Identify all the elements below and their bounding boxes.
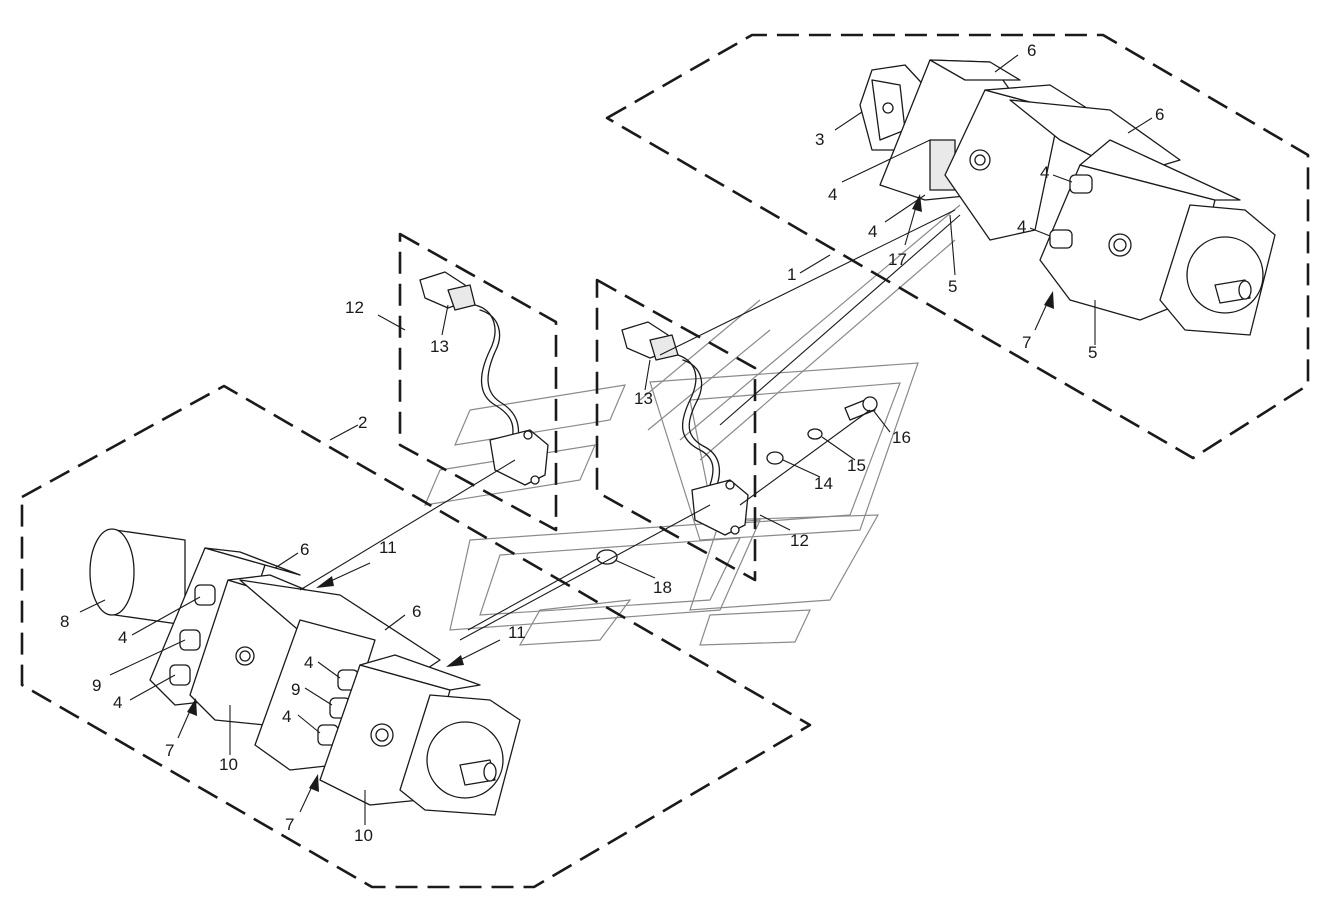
assembly-guide-lines xyxy=(299,209,961,641)
callout-1: 1 xyxy=(787,265,796,284)
sensor-left xyxy=(419,271,549,486)
callout-4: 4 xyxy=(1040,163,1049,182)
callout-labels: 1 2 3 4 4 4 4 4 4 4 4 5 5 6 6 6 6 7 7 7 … xyxy=(60,41,1164,845)
assembly-2-boundary xyxy=(20,384,812,889)
callout-7: 7 xyxy=(1022,333,1031,352)
callout-6: 6 xyxy=(1155,105,1164,124)
callout-6: 6 xyxy=(300,540,309,559)
leader-lines xyxy=(79,54,1153,825)
callout-4: 4 xyxy=(868,222,877,241)
callout-9: 9 xyxy=(291,680,300,699)
callout-4: 4 xyxy=(304,653,313,672)
callout-14: 14 xyxy=(814,474,833,493)
sensor-kit-right-boundary xyxy=(595,278,757,582)
callout-3: 3 xyxy=(815,130,824,149)
pump-assembly-upper xyxy=(859,59,1276,336)
callout-4: 4 xyxy=(282,707,291,726)
callout-12: 12 xyxy=(345,298,364,317)
callout-2: 2 xyxy=(358,413,367,432)
sensor-right xyxy=(621,321,749,536)
callout-6: 6 xyxy=(1027,41,1036,60)
callout-18: 18 xyxy=(653,578,672,597)
callout-9: 9 xyxy=(92,676,101,695)
callout-13: 13 xyxy=(430,337,449,356)
callout-17: 17 xyxy=(888,250,907,269)
callout-5: 5 xyxy=(948,277,957,296)
sensor-kit-left-boundary xyxy=(398,232,558,532)
callout-11: 11 xyxy=(379,538,397,557)
callout-11: 11 xyxy=(508,623,526,642)
callout-7: 7 xyxy=(165,741,174,760)
callout-4: 4 xyxy=(118,628,127,647)
callout-12: 12 xyxy=(790,531,809,550)
assembly-1-boundary xyxy=(605,33,1310,460)
callout-15: 15 xyxy=(847,456,866,475)
callout-10: 10 xyxy=(219,755,238,774)
callout-7: 7 xyxy=(285,815,294,834)
callout-4: 4 xyxy=(1017,217,1026,236)
callout-8: 8 xyxy=(60,612,69,631)
hardware-parts xyxy=(596,396,878,565)
company-logo-watermark xyxy=(424,204,961,646)
callout-13: 13 xyxy=(634,389,653,408)
callout-arrows xyxy=(177,194,1054,813)
callout-6: 6 xyxy=(412,602,421,621)
callout-5: 5 xyxy=(1088,343,1097,362)
pump-assembly-lower xyxy=(89,528,521,816)
callout-4: 4 xyxy=(113,693,122,712)
callout-10: 10 xyxy=(354,826,373,845)
callout-16: 16 xyxy=(892,428,911,447)
callout-4: 4 xyxy=(828,185,837,204)
